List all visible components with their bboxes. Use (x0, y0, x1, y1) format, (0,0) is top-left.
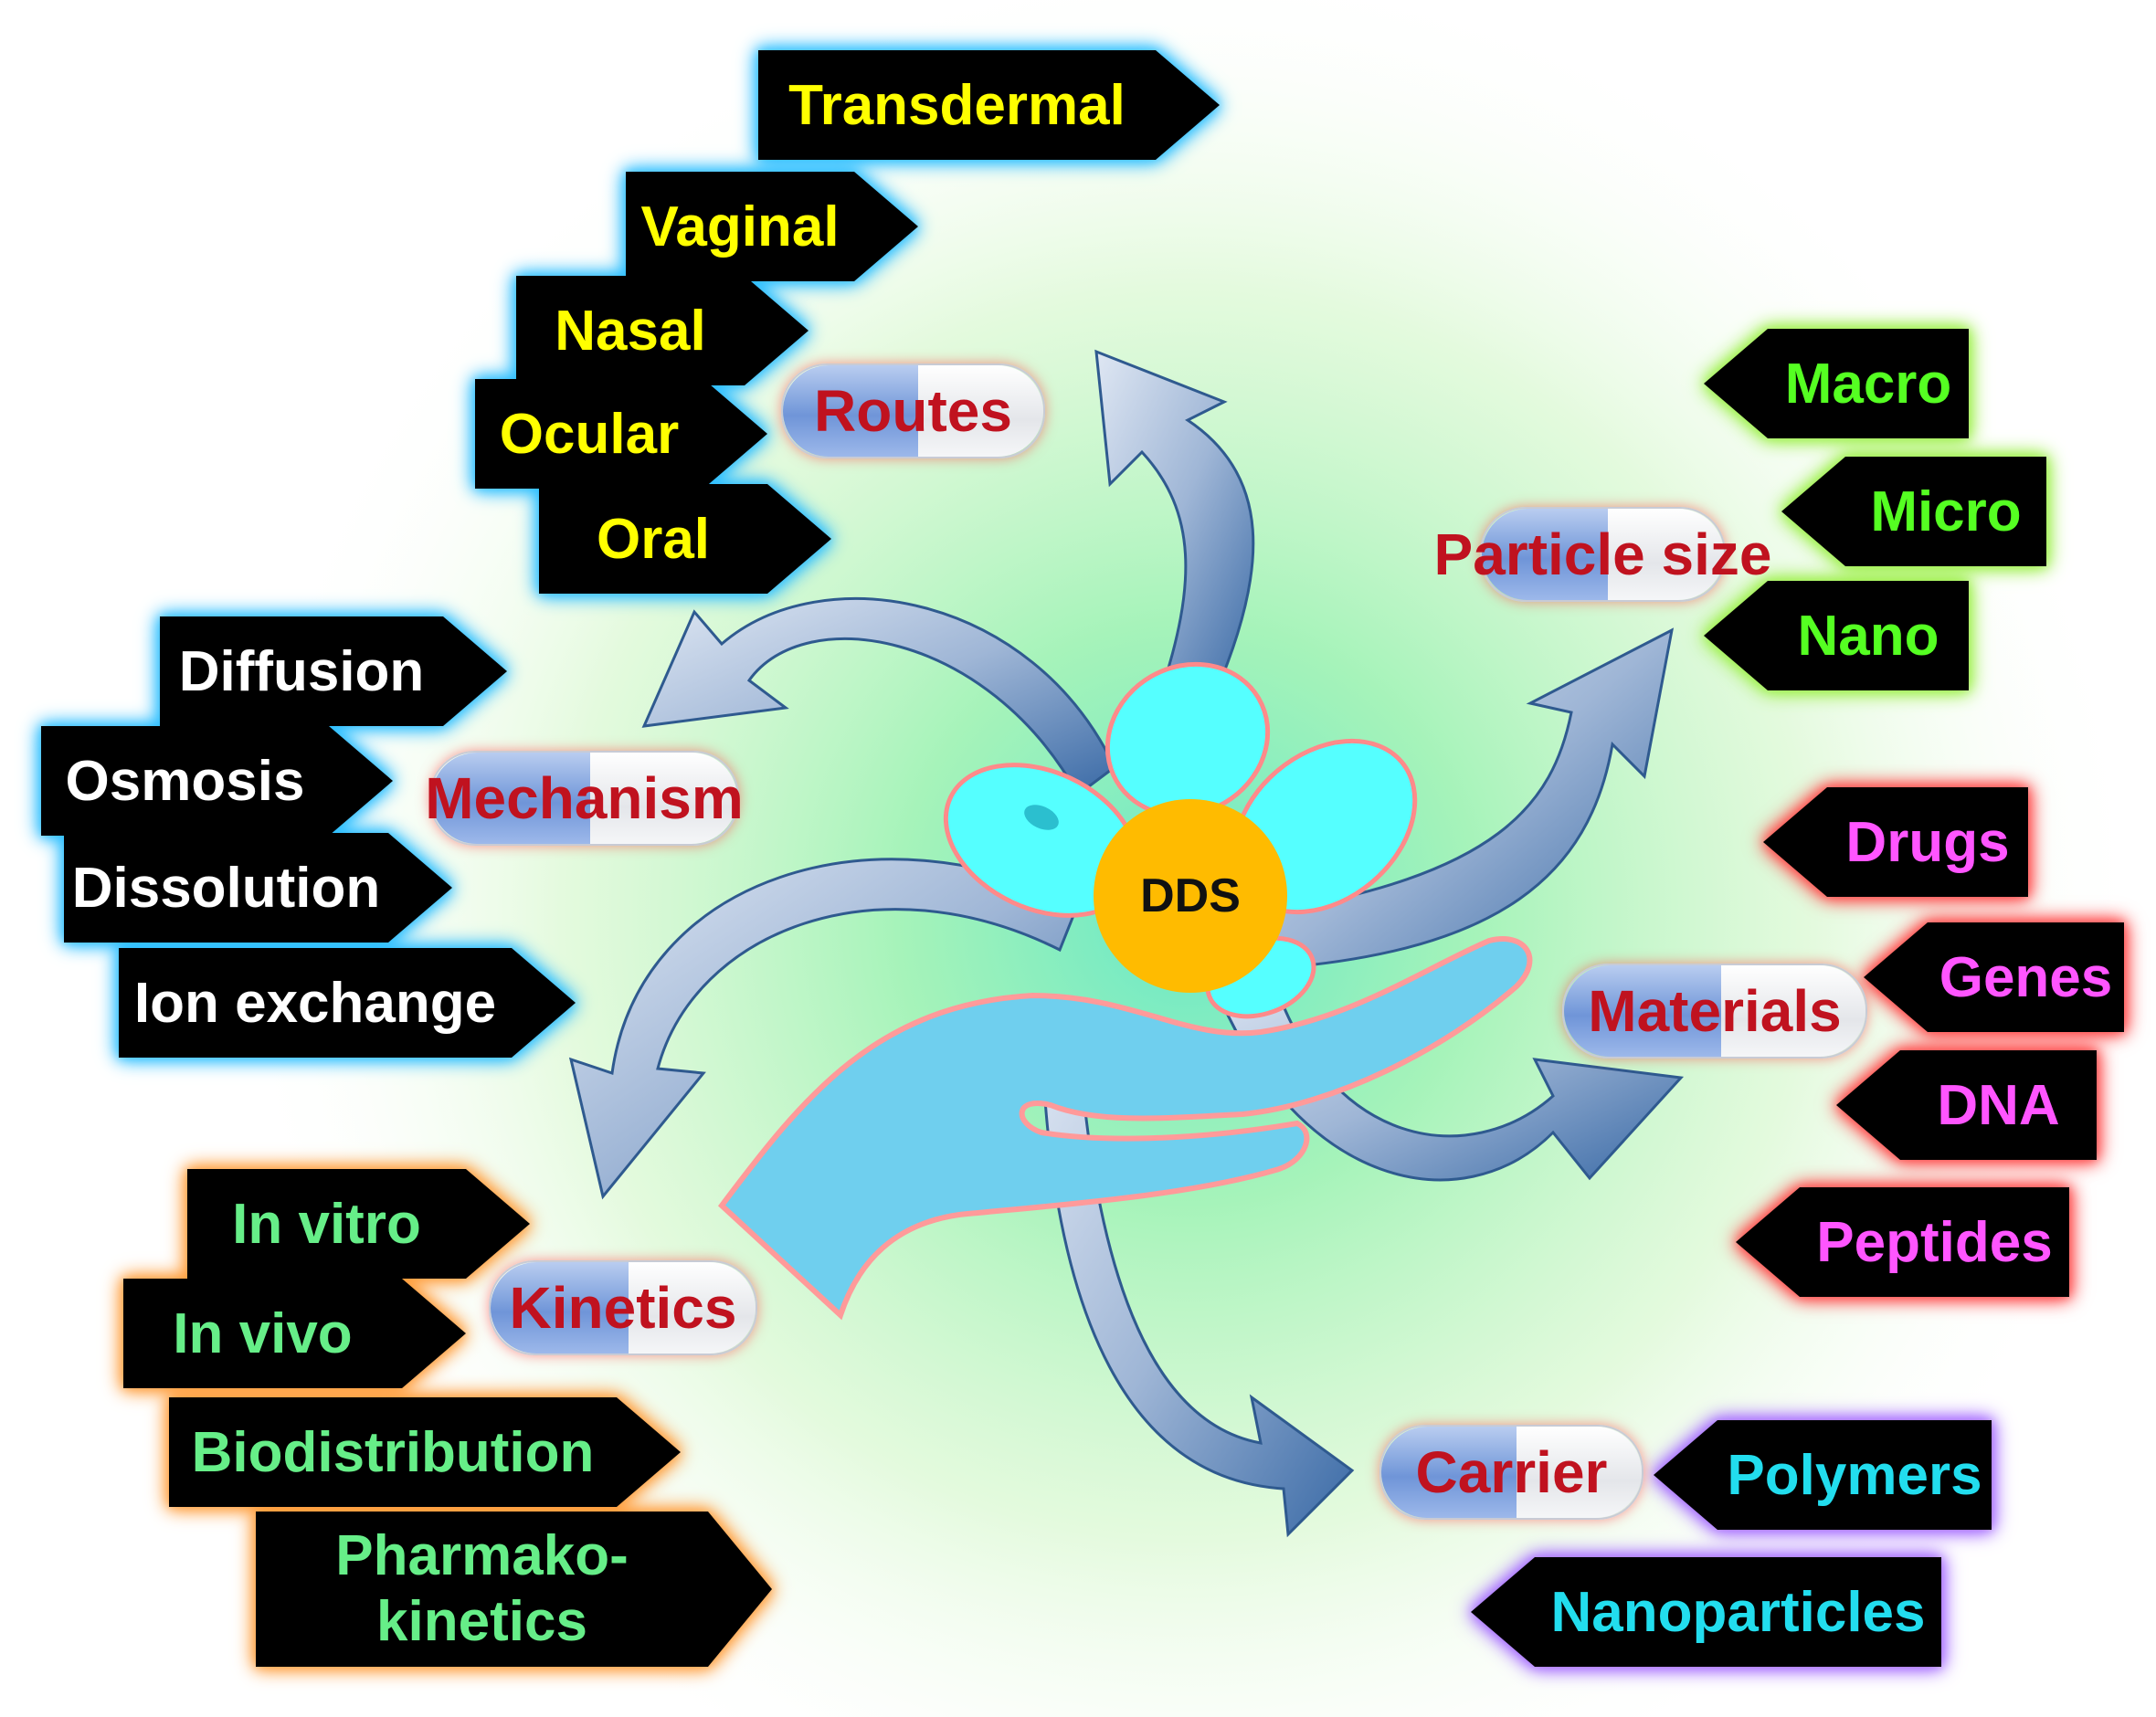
mechanism-item-diffusion: Diffusion (160, 616, 507, 726)
routes-label: Routes (814, 378, 1012, 444)
arrow-to-particle-size (1259, 627, 1675, 970)
kinetics-label: Kinetics (509, 1275, 737, 1341)
mechanism-label: Mechanism (425, 765, 744, 831)
kinetics-item-in-vivo: In vivo (123, 1279, 466, 1388)
kinetics-item-in-vitro: In vitro (187, 1169, 530, 1279)
mechanism-item-dissolution: Dissolution (64, 833, 452, 943)
arrow-to-kinetics (568, 858, 1080, 1200)
dds-center-circle: DDS (1094, 799, 1287, 993)
material-item-genes: Genes (1864, 922, 2124, 1032)
particle-size-capsule: Particle size (1434, 507, 1772, 602)
material-item-drugs: Drugs (1763, 787, 2028, 897)
kinetics-item-pharmakokinetics: Pharmako- kinetics (256, 1512, 772, 1667)
route-item-transdermal: Transdermal (758, 50, 1220, 160)
pharmako-line-2: kinetics (376, 1590, 587, 1653)
particle-size-label: Particle size (1433, 521, 1772, 587)
carrier-item-polymers: Polymers (1654, 1420, 1992, 1530)
arrow-to-materials (1213, 966, 1685, 1182)
arrow-to-mechanism (641, 597, 1116, 797)
carrier-capsule: Carrier (1379, 1425, 1643, 1520)
material-item-peptides: Peptides (1736, 1187, 2069, 1297)
route-item-nasal: Nasal (516, 276, 808, 385)
particle-item-micro: Micro (1781, 457, 2046, 566)
mechanism-item-osmosis: Osmosis (41, 726, 393, 836)
mechanism-capsule: Mechanism (425, 751, 744, 846)
arrow-to-routes (1094, 349, 1255, 696)
carrier-item-nanoparticles: Nanoparticles (1471, 1557, 1941, 1667)
particle-item-nano: Nano (1704, 581, 1969, 690)
routes-capsule: Routes (781, 363, 1045, 458)
kinetics-item-biodistribution: Biodistribution (169, 1397, 681, 1507)
route-item-vaginal: Vaginal (626, 172, 918, 281)
route-item-oral: Oral (539, 484, 831, 594)
mechanism-item-ion-exchange: Ion exchange (119, 948, 576, 1058)
particle-item-macro: Macro (1704, 329, 1969, 438)
pharmako-line-1: Pharmako- (335, 1524, 629, 1587)
material-item-dna: DNA (1836, 1050, 2097, 1160)
carrier-label: Carrier (1415, 1439, 1608, 1505)
route-item-ocular: Ocular (475, 379, 767, 489)
dds-label: DDS (1140, 869, 1241, 922)
kinetics-capsule: Kinetics (489, 1260, 757, 1355)
materials-capsule: Materials (1562, 964, 1867, 1059)
materials-label: Materials (1588, 978, 1842, 1044)
hand-shape (717, 936, 1533, 1321)
